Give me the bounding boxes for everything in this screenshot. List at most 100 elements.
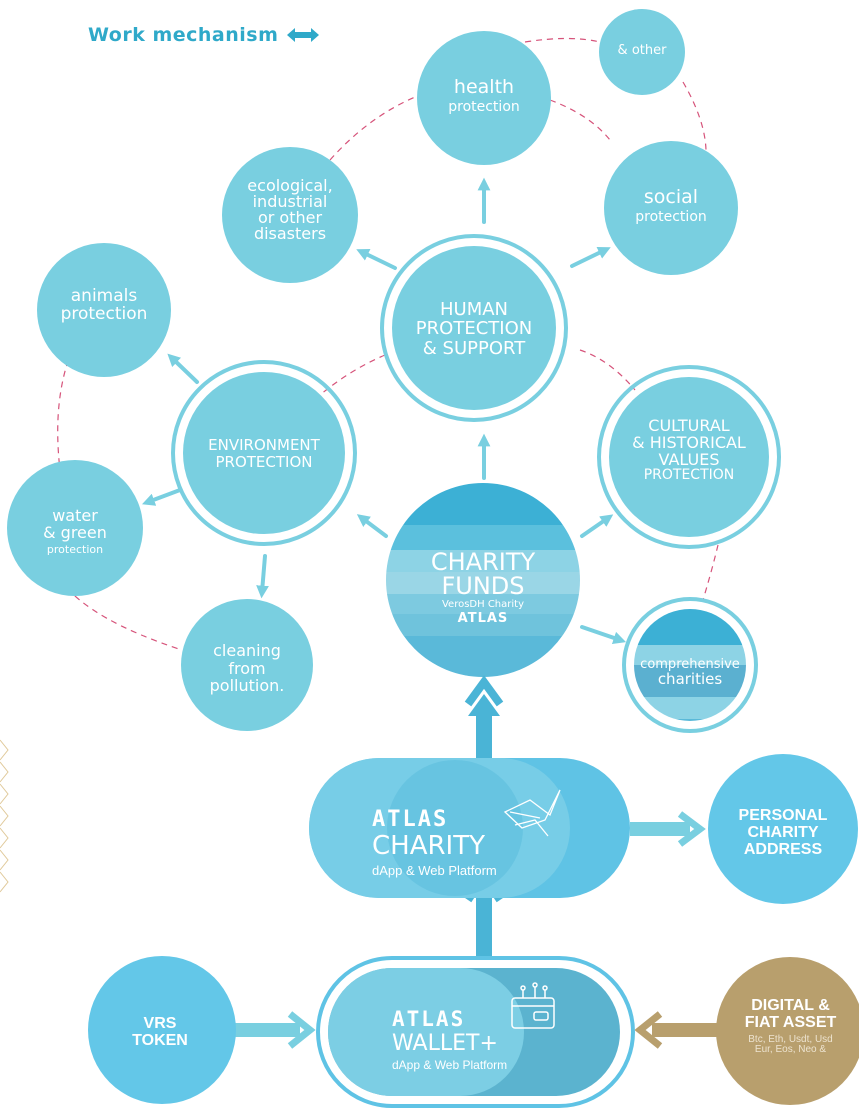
node-cleaning-line2: from	[228, 658, 266, 678]
health-circle	[417, 31, 551, 165]
personal-address-circle	[708, 754, 858, 904]
dash-other-social	[682, 81, 707, 151]
node-environment-line1: ENVIRONMENT	[208, 436, 320, 454]
cultural-ring	[597, 365, 781, 549]
arrow-head-to-address	[677, 811, 706, 847]
vrs-token-line2: TOKEN	[132, 1031, 188, 1049]
node-health-line2: protection	[448, 98, 520, 115]
node-ecological: ecological, industrial or other disaster…	[225, 178, 355, 242]
node-animals: animals protection	[38, 287, 170, 324]
personal-address-line3: ADDRESS	[743, 840, 823, 858]
arrow-head-asset	[634, 1011, 663, 1049]
node-ecological-line3: or other	[257, 208, 323, 227]
node-cultural-line3: VALUES	[658, 449, 720, 469]
node-cultural-line4: PROTECTION	[643, 467, 735, 484]
dash-eco-health	[329, 94, 421, 161]
personal-address-line2: CHARITY	[747, 823, 819, 841]
dash-human-cultural	[579, 349, 636, 391]
node-animals-line2: protection	[60, 303, 148, 324]
arrow-stem-vrs	[230, 1023, 300, 1037]
double-arrow-icon	[287, 28, 320, 42]
node-social: social protection	[606, 187, 736, 225]
animals-circle	[37, 243, 171, 377]
node-cleaning-line1: cleaning	[213, 641, 281, 660]
node-water-line2: & green	[43, 522, 107, 542]
node-comprehensive-line1: comprehensive	[640, 657, 740, 672]
digital-asset-line4: Eur, Eos, Neo &	[754, 1044, 827, 1056]
node-health-line1: health	[453, 76, 515, 98]
node-charity-funds-line4: ATLAS	[457, 611, 509, 626]
node-human-line3: & SUPPORT	[422, 337, 526, 359]
node-ecological-line4: disasters	[253, 224, 327, 243]
arrow-stem-asset	[652, 1023, 720, 1037]
dash-cultural-comp	[702, 544, 719, 601]
atlas-wallet-brand: ATLAS	[392, 1007, 466, 1031]
vrs-token-label: VRS TOKEN	[100, 1015, 220, 1050]
thin-arrows	[142, 177, 627, 644]
node-water-line3: protection	[46, 542, 104, 556]
node-cultural: CULTURAL & HISTORICAL VALUES PROTECTION	[609, 416, 769, 484]
arrow-to-animals	[167, 353, 199, 384]
arrow-to-cleaning	[256, 554, 269, 599]
node-human: HUMAN PROTECTION & SUPPORT	[394, 299, 554, 359]
node-water: water & green protection	[10, 506, 140, 556]
node-social-line2: protection	[635, 208, 707, 225]
node-other: & other	[602, 44, 682, 58]
atlas-charity-label: ATLAS CHARITY dApp & Web Platform	[372, 808, 532, 878]
dash-animals-water	[57, 349, 73, 471]
node-health: health protection	[424, 76, 544, 115]
node-cleaning: cleaning from pollution.	[182, 642, 312, 695]
node-cultural-line2: & HISTORICAL	[632, 432, 746, 452]
node-charity-funds-line1: CHARITY	[430, 548, 536, 576]
digital-asset-line3: Btc, Eth, Usdt, Usd	[748, 1033, 833, 1045]
atlas-wallet-line2: WALLET+	[392, 1031, 498, 1057]
node-environment-line2: PROTECTION	[215, 452, 313, 471]
environment-ring	[171, 360, 357, 546]
atlas-charity-line2: CHARITY	[372, 831, 485, 862]
atlas-wallet-label: ATLAS WALLET+ dApp & Web Platform	[392, 1008, 562, 1072]
digital-asset-label: DIGITAL & FIAT ASSET Btc, Eth, Usdt, Usd…	[722, 997, 859, 1056]
arrow-to-comprehensive	[580, 625, 627, 644]
node-environment: ENVIRONMENT PROTECTION	[184, 437, 344, 470]
node-cleaning-line3: pollution.	[209, 676, 285, 696]
atlas-charity-brand: ATLAS	[372, 807, 449, 832]
node-human-line1: HUMAN	[439, 299, 509, 320]
arrow-to-cultural	[580, 514, 614, 538]
header: Work mechanism	[88, 24, 320, 46]
arrow-head-vrs	[287, 1011, 316, 1049]
dash-health-other	[524, 37, 601, 43]
digital-asset-line1: DIGITAL &	[751, 997, 830, 1014]
personal-address-line1: PERSONAL	[738, 807, 828, 824]
arrow-head-to-funds	[468, 694, 500, 716]
node-water-line1: water	[52, 506, 98, 525]
arrow-stem-to-address	[630, 822, 690, 836]
node-other-line1: & other	[617, 43, 667, 58]
social-circle	[604, 141, 738, 275]
arrow-to-environment	[356, 514, 388, 538]
node-cultural-line1: CULTURAL	[648, 416, 730, 435]
decorative-hexagons	[0, 739, 9, 893]
human-ring	[380, 234, 568, 422]
node-human-line2: PROTECTION	[415, 318, 533, 340]
node-ecological-line2: industrial	[252, 192, 328, 211]
atlas-charity-sub: dApp & Web Platform	[372, 863, 497, 879]
arrow-to-water	[142, 488, 182, 506]
arrow-to-ecological	[356, 249, 397, 270]
header-title: Work mechanism	[88, 24, 279, 46]
arrow-to-social	[570, 247, 611, 268]
environment-circle	[183, 372, 345, 534]
cleaning-circle	[181, 599, 313, 731]
dash-health-social	[549, 99, 611, 141]
node-comprehensive: comprehensive charities	[630, 658, 750, 687]
digital-asset-circle	[716, 957, 859, 1105]
origami-bird-icon	[503, 789, 561, 837]
ecological-circle	[222, 147, 358, 283]
node-charity-funds-line2: FUNDS	[441, 572, 525, 600]
personal-address-label: PERSONAL CHARITY ADDRESS	[713, 807, 853, 858]
water-circle	[7, 460, 143, 596]
comprehensive-ring	[622, 597, 758, 733]
dash-human-env	[319, 354, 386, 396]
atlas-wallet-sub: dApp & Web Platform	[392, 1058, 508, 1073]
digital-asset-line2: FIAT ASSET	[744, 1013, 837, 1031]
